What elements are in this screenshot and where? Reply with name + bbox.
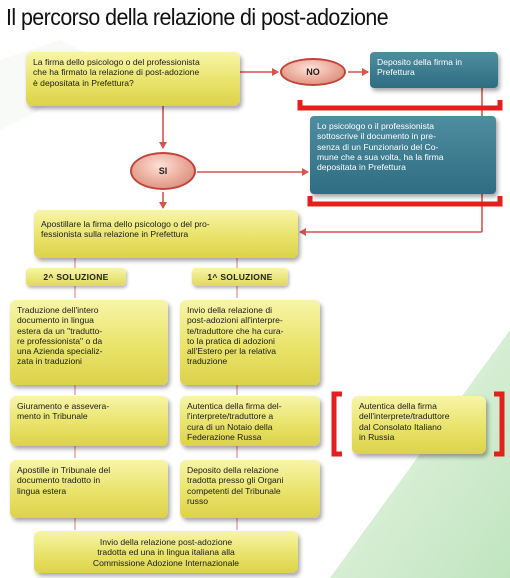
- notary-authentication-box: Autentica della firma del- l'interprete/…: [180, 396, 320, 446]
- apostille-box: Apostillare la firma dello psicologo o d…: [34, 210, 298, 258]
- si-decision: SI: [130, 152, 196, 190]
- sign-presence-box: Lo psicologo o il professionista sottosc…: [310, 116, 496, 194]
- consulate-authentication-box: Autentica della firma dell'interprete/tr…: [352, 396, 486, 454]
- question-box: La firma dello psicologo o del professio…: [26, 52, 240, 106]
- deposit-organs-box: Deposito della relazione tradotta presso…: [180, 460, 320, 518]
- oath-box: Giuramento e assevera- mento in Tribunal…: [10, 396, 168, 446]
- send-to-interpreter-box: Invio della relazione di post-adozioni a…: [180, 300, 320, 385]
- translation-box: Traduzione dell'intero documento in ling…: [10, 300, 168, 385]
- solution-1-label: 1^ SOLUZIONE: [192, 268, 288, 286]
- no-decision: NO: [280, 58, 346, 86]
- solution-2-label: 2^ SOLUZIONE: [26, 268, 126, 286]
- tribunal-apostille-box: Apostille in Tribunale del documento tra…: [10, 460, 168, 518]
- page-title: Il percorso della relazione di post-adoz…: [6, 4, 389, 30]
- deposit-box: Deposito della firma in Prefettura: [370, 52, 498, 88]
- final-send-box: Invio della relazione post-adozione trad…: [34, 531, 298, 573]
